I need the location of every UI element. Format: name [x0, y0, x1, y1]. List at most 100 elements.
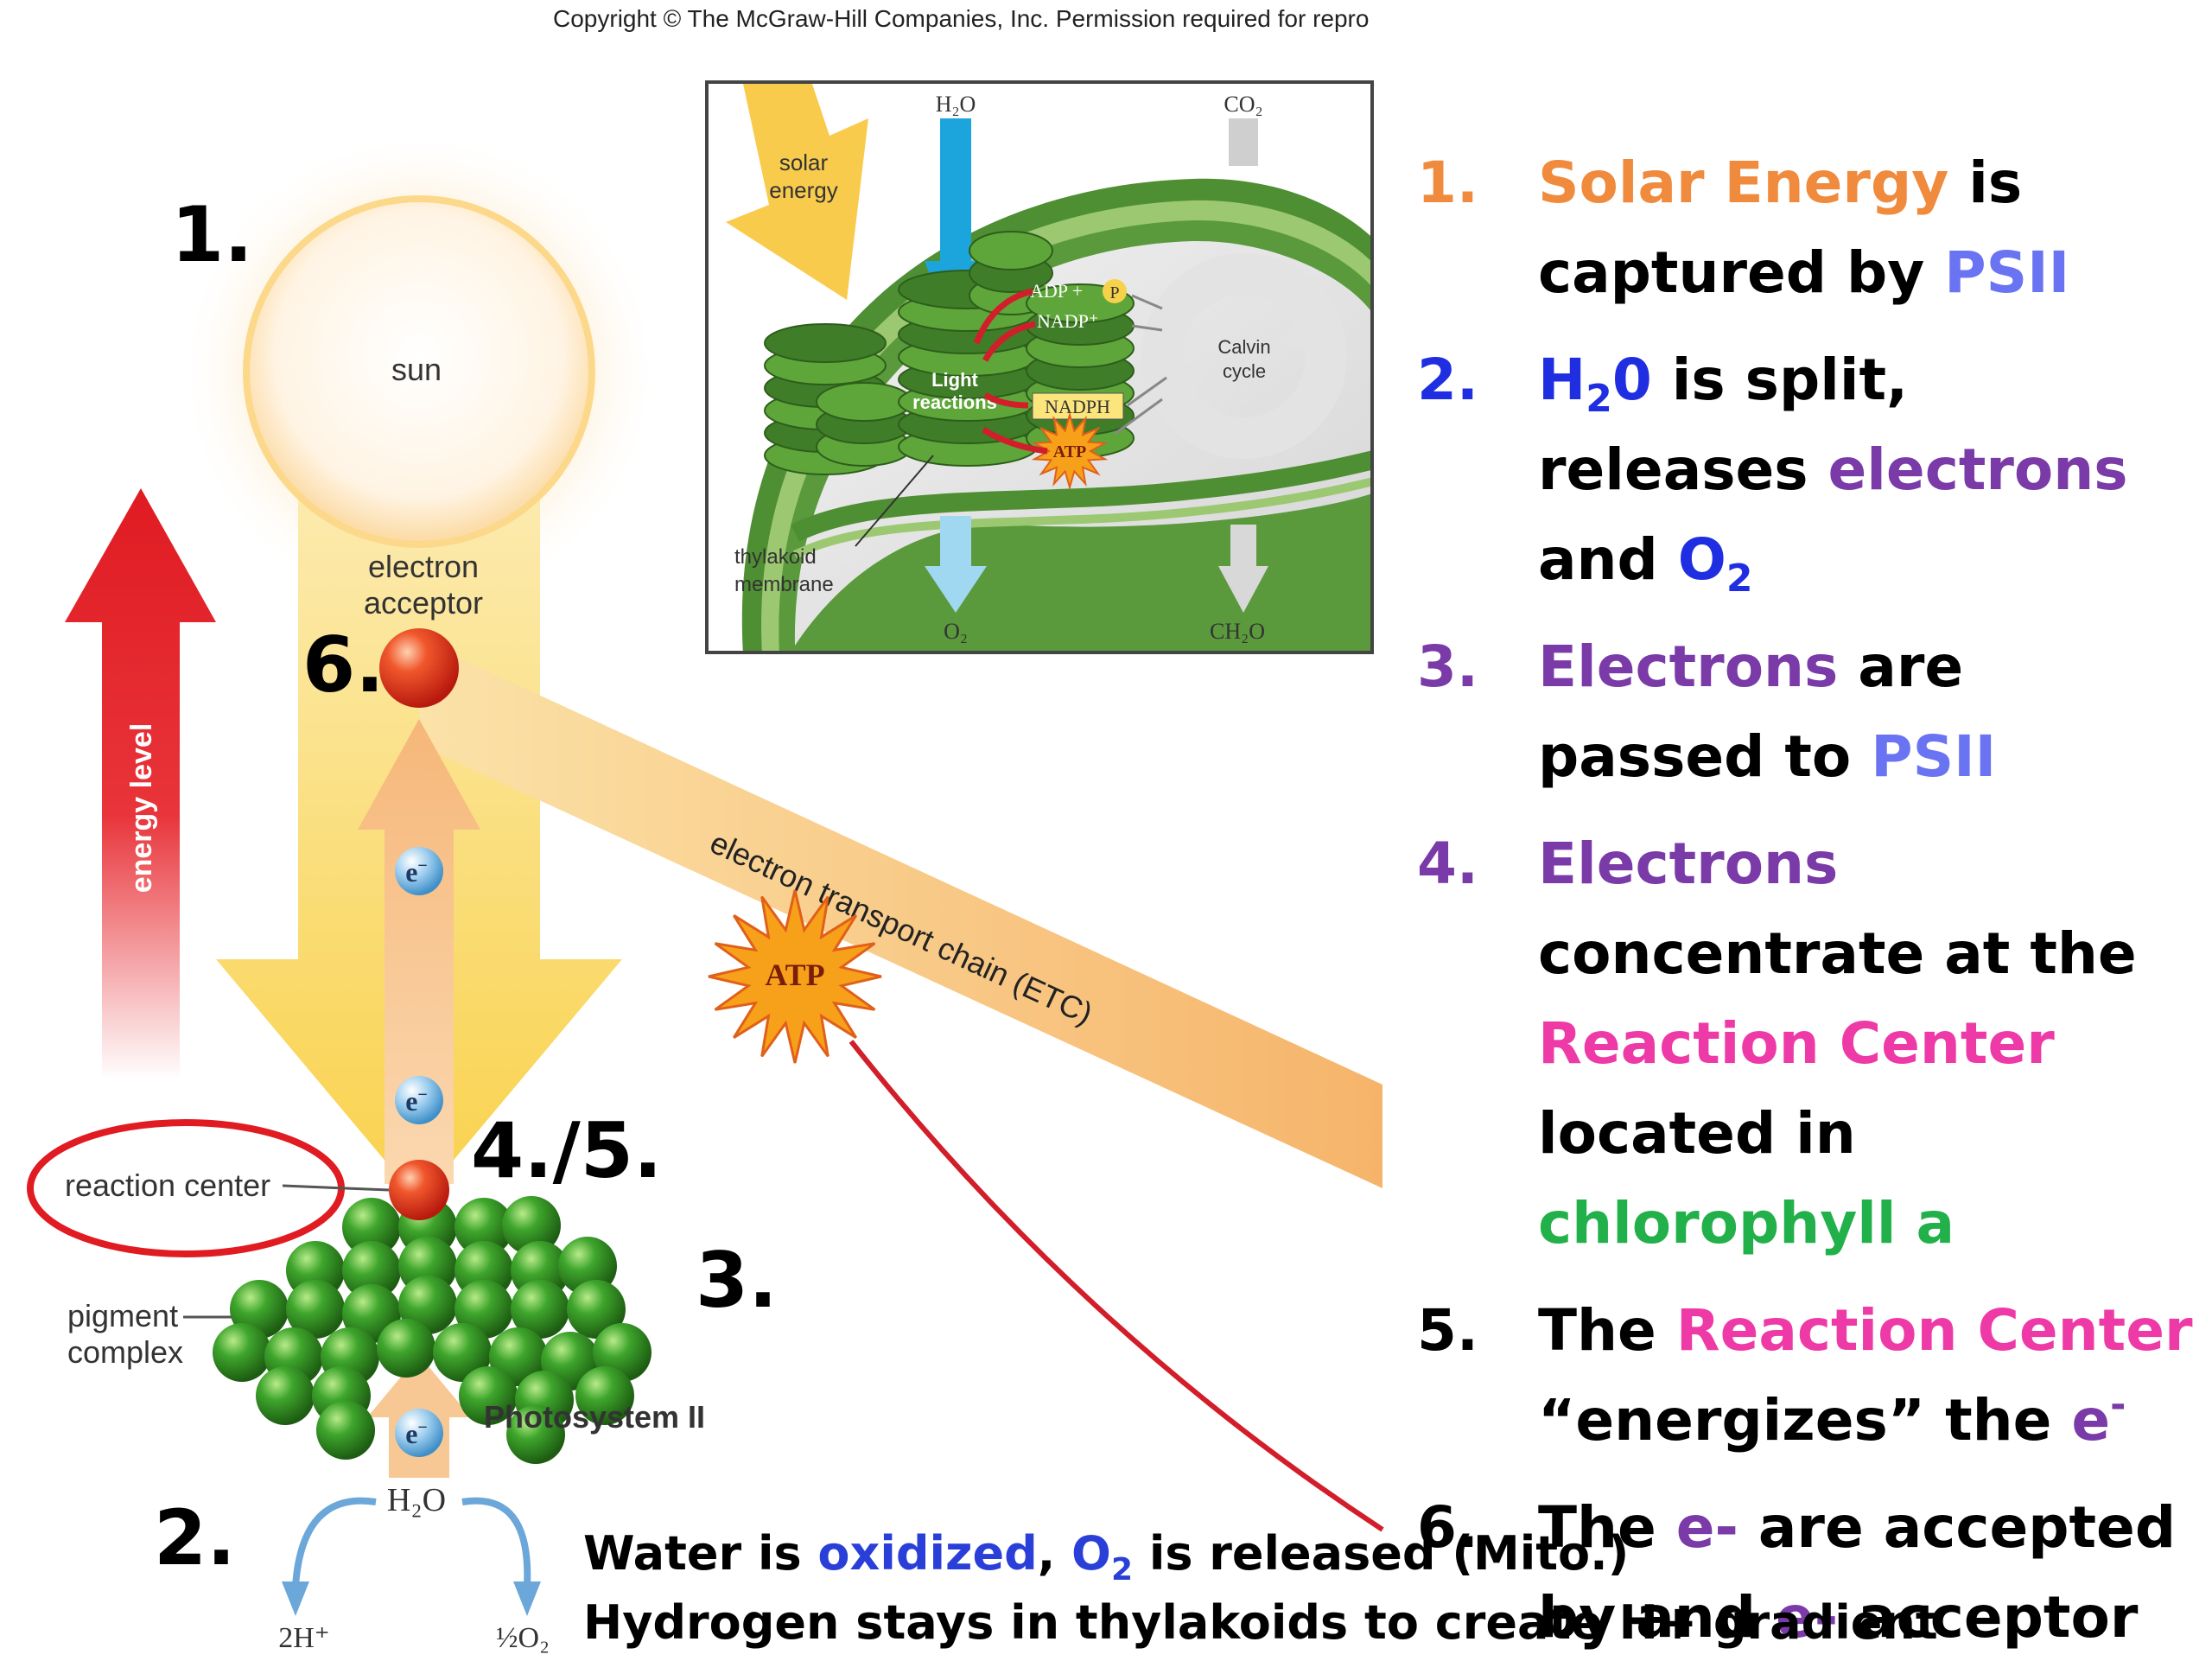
step-number: 2. [1417, 347, 1478, 413]
electron-acceptor-ball [379, 628, 459, 708]
thylakoid-disc [816, 382, 912, 422]
diagram-number-6: 6. [302, 620, 385, 710]
reaction-center-label: reaction center [65, 1168, 270, 1203]
inset-adp: ADP + [1030, 280, 1083, 302]
reaction-center-leader [282, 1184, 390, 1192]
svg-text:e−: e− [405, 1085, 428, 1117]
inset-solar-line1: solar [779, 150, 829, 175]
text-segment: is released (Mito.) [1133, 1526, 1630, 1581]
text-segment: e [2071, 1387, 2111, 1454]
pigment-molecule [342, 1198, 401, 1257]
text-segment: - [2110, 1383, 2126, 1427]
text-segment: O [1071, 1526, 1111, 1581]
reaction-center-ball [389, 1160, 449, 1220]
pigment-molecule [286, 1280, 345, 1339]
text-segment: acceptor [1838, 1584, 2139, 1651]
inset-h2o: H₂O [936, 92, 976, 117]
inset-light-line1: Light [931, 369, 978, 391]
pigment-molecule [433, 1323, 492, 1382]
text-segment: Reaction Center [1675, 1297, 2193, 1364]
text-segment: Electrons [1538, 830, 1839, 897]
text-segment: Electrons [1538, 633, 1839, 700]
sun [243, 195, 595, 548]
text-segment: 2 [1726, 557, 1753, 601]
pigment-molecule [342, 1241, 401, 1300]
inset-light-line2: reactions [912, 391, 997, 413]
electron-energize-arrow [358, 719, 480, 1184]
inset-atp: ATP [1053, 442, 1087, 461]
svg-text:e−: e− [405, 856, 428, 888]
pigment-complex-label-line1: pigment [67, 1298, 178, 1333]
step-item: 6.The e- are accepted by and e- acceptor [1417, 1483, 2195, 1663]
energy-level-label: energy level [125, 723, 158, 894]
inset-p: P [1109, 283, 1119, 302]
inset-nadp: NADP⁺ [1037, 310, 1099, 332]
pigment-molecule [454, 1198, 513, 1257]
text-segment: H [1538, 347, 1586, 413]
svg-text:e−: e− [405, 1418, 428, 1449]
step-number: 6. [1417, 1494, 1478, 1561]
pigment-molecule [511, 1280, 569, 1339]
sun-label: sun [391, 352, 442, 387]
text-segment: chlorophyll a [1538, 1190, 1955, 1257]
electron-3: e− [395, 1409, 443, 1457]
pigment-complex [213, 1196, 652, 1464]
inset-thylakoid-line2: membrane [734, 573, 834, 596]
step-text: Electrons are passed to PSII [1538, 633, 1996, 790]
diagram-number-2: 2. [154, 1493, 236, 1582]
step-item: 5.The Reaction Center “energizes” the e- [1417, 1286, 2195, 1466]
step-text: H20 is split, releases electrons and O2 [1538, 347, 2128, 598]
text-segment: PSII [1944, 239, 2070, 306]
pigment-molecule [459, 1366, 518, 1425]
text-segment: is captured by [1538, 150, 2023, 306]
energy-level-arrow: energy level [65, 488, 216, 1080]
proton-arrow [292, 1497, 377, 1587]
step-item: 2. H20 is split, releases electrons and O… [1417, 335, 2195, 605]
atp-connector-line [849, 1040, 1384, 1532]
text-segment: PSII [1871, 723, 1997, 790]
electron-2: e− [395, 1076, 443, 1124]
text-segment: electrons [1827, 436, 2128, 503]
footer-line-2: Hydrogen stays in thylakoids to create H… [583, 1595, 1938, 1650]
step-number: 1. [1417, 150, 1478, 216]
diagram-number-45: 4./5. [471, 1106, 662, 1195]
step-number: 4. [1417, 830, 1478, 897]
inset-thylakoid-line1: thylakoid [734, 545, 817, 569]
proton-arrowhead [282, 1581, 309, 1616]
atp-burst: ATP [708, 889, 882, 1064]
step-text: Solar Energy is captured by PSII [1538, 150, 2069, 306]
step-item: 3. Electrons are passed to PSII [1417, 622, 2195, 802]
oxygen-arrow [461, 1497, 531, 1587]
inset-co2: CO₂ [1224, 92, 1262, 117]
pigment-molecule [502, 1196, 561, 1255]
diagram-number-1: 1. [171, 190, 253, 279]
text-segment: e- [1776, 1584, 1839, 1651]
inset-o2: O₂ [944, 619, 968, 644]
thylakoid-disc [764, 323, 887, 363]
pigment-complex-label-line2: complex [67, 1334, 183, 1370]
text-segment: is split, releases [1538, 347, 1909, 503]
svg-text:ATP: ATP [765, 958, 824, 992]
photosystem-label: Photosystem II [484, 1399, 705, 1435]
text-segment: Water is [583, 1526, 818, 1581]
step-number: 5. [1417, 1297, 1478, 1364]
etc-band [419, 640, 1382, 1188]
inset-ch2o: CH₂O [1210, 619, 1265, 644]
text-segment: and [1538, 526, 1678, 593]
text-segment: , [1037, 1526, 1072, 1581]
step-number: 3. [1417, 633, 1478, 700]
text-segment: e- [1675, 1494, 1738, 1561]
text-segment: located in [1538, 1100, 1856, 1167]
step-text: Electrons concentrate at the Reaction Ce… [1538, 830, 2137, 1257]
pigment-molecule [377, 1319, 435, 1378]
water-label: H₂O [387, 1482, 446, 1518]
text-segment: O [1677, 526, 1726, 593]
electron-1: e− [395, 847, 443, 895]
pigment-molecule [567, 1280, 626, 1339]
text-segment: Hydrogen stays in thylakoids to create H… [583, 1595, 1938, 1650]
thylakoid-disc [969, 231, 1053, 270]
text-segment: 2 [1586, 377, 1612, 421]
copyright-notice: Copyright © The McGraw-Hill Companies, I… [553, 5, 1370, 32]
protons-label: 2H⁺ [278, 1622, 330, 1654]
